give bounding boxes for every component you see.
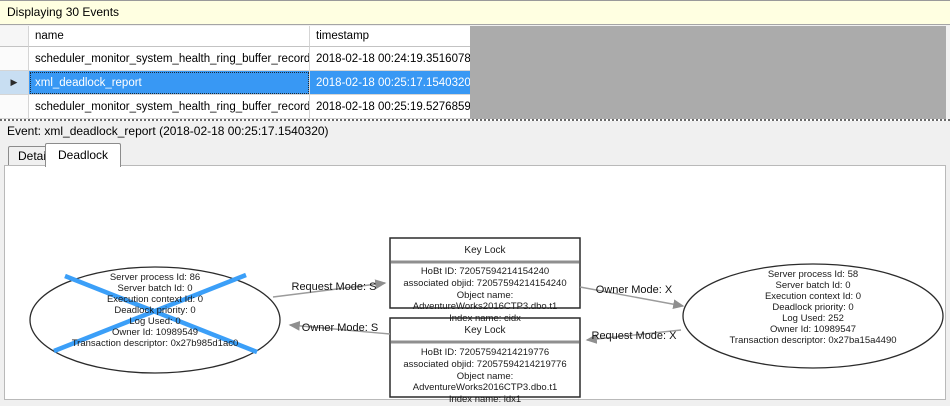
grid-right-edge	[946, 26, 950, 119]
events-count-bar: Displaying 30 Events	[0, 0, 950, 25]
event-name-cell[interactable]: xml_deadlock_report	[29, 71, 310, 95]
column-header-timestamp[interactable]: timestamp	[310, 26, 470, 47]
event-timestamp-cell[interactable]: 2018-02-18 00:25:19.5276859	[310, 95, 470, 119]
grid-empty-area	[470, 26, 946, 119]
table-row[interactable]: scheduler_monitor_system_health_ring_buf…	[0, 95, 470, 119]
row-selector-cell[interactable]	[0, 95, 29, 119]
deadlock-pane	[4, 165, 946, 400]
event-timestamp-cell[interactable]: 2018-02-18 00:24:19.3516078	[310, 47, 470, 71]
selected-event-label: Event: xml_deadlock_report (2018-02-18 0…	[0, 121, 950, 141]
row-selector-cell[interactable]: ▶	[0, 71, 29, 95]
grid-focus-divider	[0, 119, 950, 121]
row-selector-cell[interactable]	[0, 47, 29, 71]
event-name-cell[interactable]: scheduler_monitor_system_health_ring_buf…	[29, 47, 310, 71]
detail-tabstrip: Details Deadlock	[0, 141, 950, 167]
table-row-selected[interactable]: ▶ xml_deadlock_report 2018-02-18 00:25:1…	[0, 71, 470, 95]
column-header-name[interactable]: name	[29, 26, 310, 47]
events-grid: name timestamp scheduler_monitor_system_…	[0, 26, 470, 119]
table-row[interactable]: scheduler_monitor_system_health_ring_buf…	[0, 47, 470, 71]
tab-deadlock[interactable]: Deadlock	[45, 143, 122, 167]
grid-header-selector-cell	[0, 26, 29, 47]
event-timestamp-cell[interactable]: 2018-02-18 00:25:17.1540320	[310, 71, 470, 95]
current-row-arrow-icon: ▶	[10, 77, 18, 87]
event-name-cell[interactable]: scheduler_monitor_system_health_ring_buf…	[29, 95, 310, 119]
grid-header-row: name timestamp	[0, 26, 470, 47]
